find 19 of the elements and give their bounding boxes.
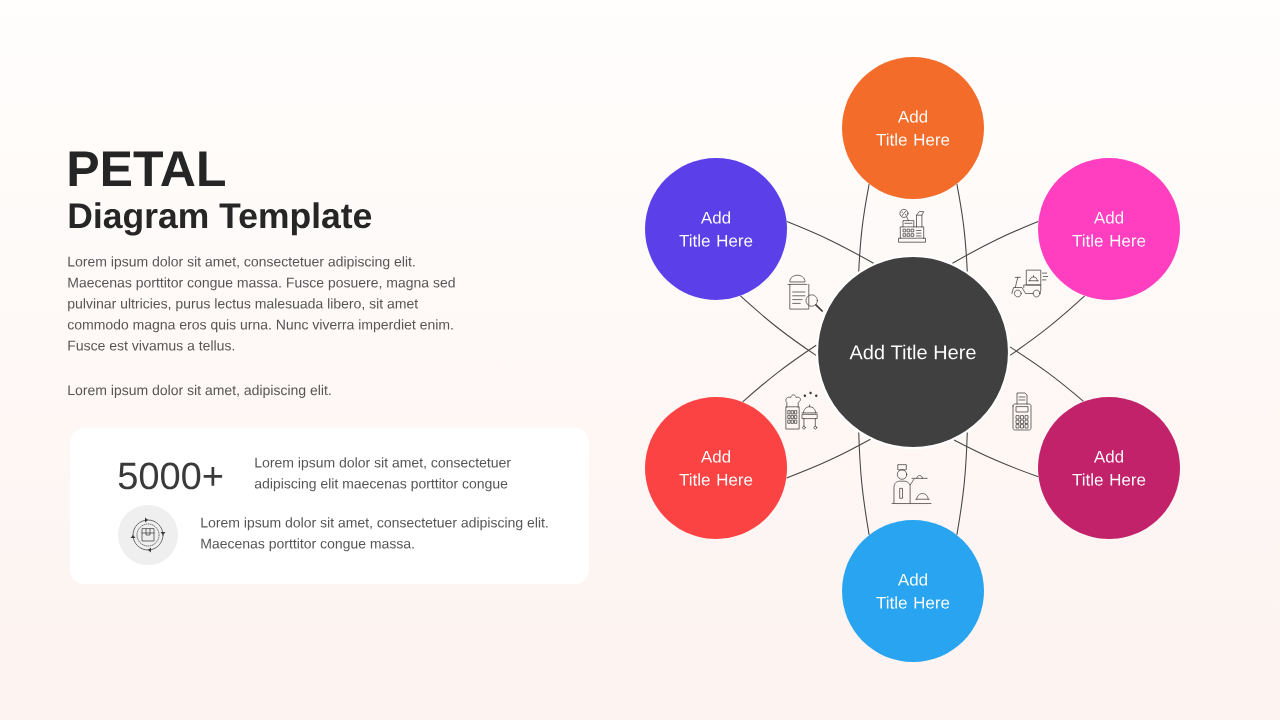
paragraph: Lorem ipsum dolor sit amet, consectetuer adipiscing elit maecenas porttitor congue (254, 457, 511, 492)
connector-line (739, 295, 817, 356)
paragraph: Lorem ipsum dolor sit amet, adipiscing elit. (68, 384, 331, 398)
connector-line (858, 183, 870, 273)
connector-line (1009, 346, 1084, 402)
connector-line (1009, 295, 1086, 356)
paragraph: Lorem ipsum dolor sit amet, consectetuer adipiscing elit. Maecenas porttitor congue massa. Fusce posuere, magna sed pulvinar ultricies, purus lectus malesuada libero, sit amet commodo magna eros quis urna. Nunc viverra imperdiet enim. Fusce est vivamus a tellus. (67, 256, 455, 351)
connector-line (858, 431, 870, 536)
connector-line (786, 221, 875, 264)
title: PETAL (69, 151, 225, 186)
connector-line (956, 431, 968, 536)
connector-line (953, 439, 1039, 478)
connector-line (951, 221, 1039, 264)
connector-line (742, 344, 817, 403)
paragraph: Lorem ipsum dolor sit amet, consectetuer adipiscing elit. Maecenas porttitor congue massa. (201, 517, 548, 552)
connector-line (956, 183, 968, 273)
subtitle: Diagram Template (69, 202, 372, 236)
stat-number: 5000+ (118, 462, 223, 490)
connector-line (786, 438, 871, 479)
